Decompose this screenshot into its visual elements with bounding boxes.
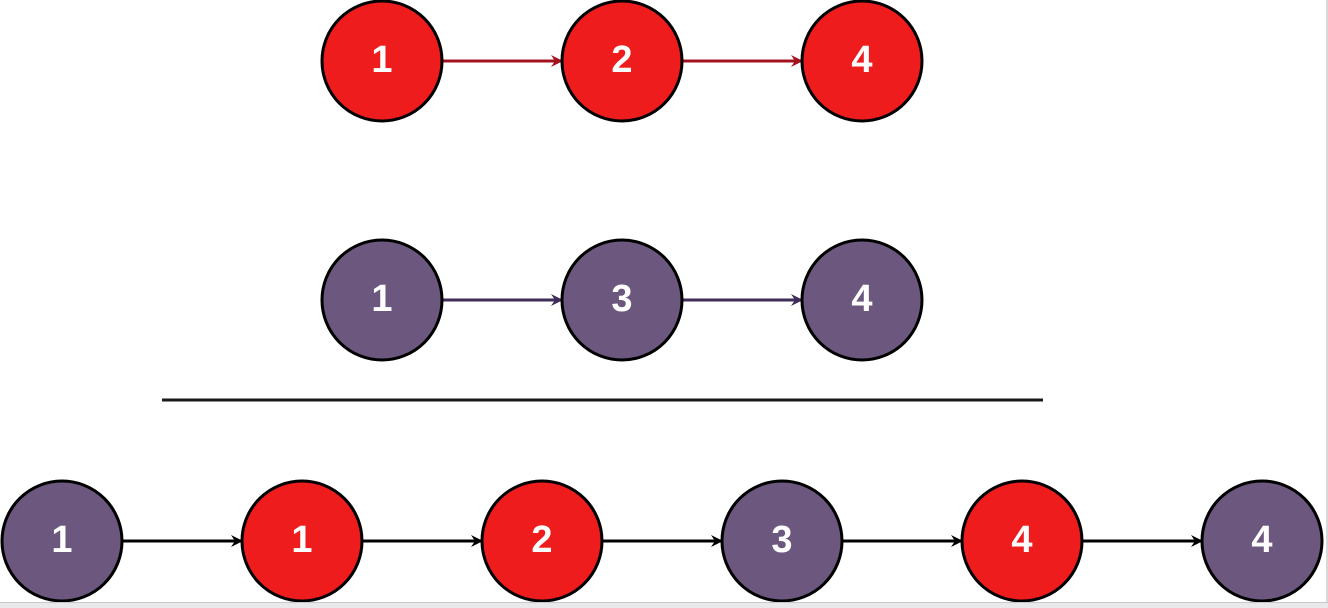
list-1-node-2-circle [560, 0, 684, 123]
merged-list-node-5-circle [960, 479, 1084, 603]
list-1: 1 2 4 [320, 0, 924, 123]
merged-list-node-4: 3 [720, 479, 844, 603]
window-edge [1326, 0, 1328, 608]
list-1-node-1-label: 1 [371, 39, 392, 81]
list-2-node-3: 4 [800, 238, 924, 362]
merged-list: 1 1 2 3 4 4 [0, 479, 1324, 603]
list-1-node-2-label: 2 [611, 39, 632, 81]
merged-list-node-2: 1 [240, 479, 364, 603]
list-1-node-2: 2 [560, 0, 684, 123]
merged-list-node-4-label: 3 [771, 519, 792, 561]
merged-list-node-1: 1 [0, 479, 124, 603]
list-1-node-1: 1 [320, 0, 444, 123]
merged-list-node-5-label: 4 [1011, 519, 1032, 561]
status-strip [0, 602, 1328, 608]
list-1-node-3: 4 [800, 0, 924, 123]
merged-list-node-2-circle [240, 479, 364, 603]
list-2: 1 3 4 [320, 238, 924, 362]
merged-list-node-6-label: 4 [1251, 519, 1272, 561]
list-2-node-3-circle [800, 238, 924, 362]
list-2-node-2-circle [560, 238, 684, 362]
list-2-node-1-label: 1 [371, 278, 392, 320]
merged-list-node-3-label: 2 [531, 519, 552, 561]
merged-list-node-5: 4 [960, 479, 1084, 603]
merged-list-node-1-label: 1 [51, 519, 72, 561]
list-1-node-1-circle [320, 0, 444, 123]
merged-list-node-3-circle [480, 479, 604, 603]
list-2-node-3-label: 4 [851, 278, 872, 320]
list-2-node-2-label: 3 [611, 278, 632, 320]
merged-list-node-3: 2 [480, 479, 604, 603]
merged-list-node-6: 4 [1200, 479, 1324, 603]
list-2-node-1: 1 [320, 238, 444, 362]
merged-list-node-6-circle [1200, 479, 1324, 603]
list-2-node-2: 3 [560, 238, 684, 362]
list-1-node-3-circle [800, 0, 924, 123]
list-1-node-3-label: 4 [851, 39, 872, 81]
merged-list-node-2-label: 1 [291, 519, 312, 561]
list-2-node-1-circle [320, 238, 444, 362]
merged-list-node-4-circle [720, 479, 844, 603]
merged-list-node-1-circle [0, 479, 124, 603]
